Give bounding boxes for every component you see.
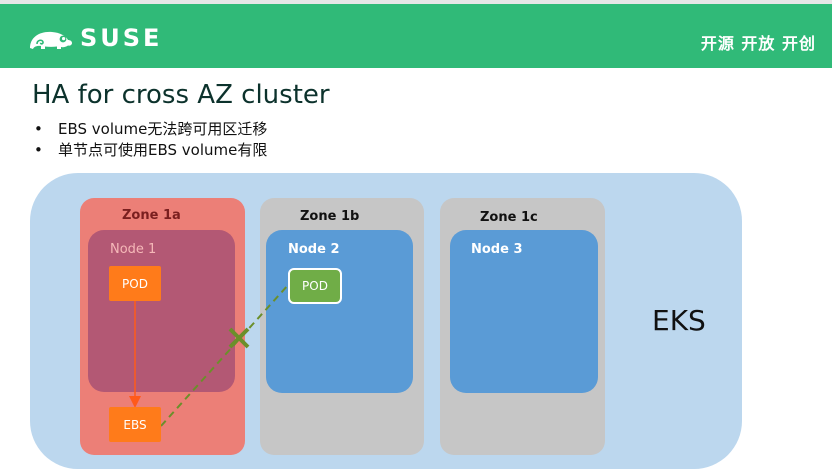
bullet-dot: • <box>34 141 43 159</box>
pod-zone-1b: POD <box>288 268 342 304</box>
node-2-label: Node 2 <box>288 242 340 257</box>
header-bar: SUSE 开源 开放 开创 <box>0 4 832 68</box>
page-title: HA for cross AZ cluster <box>32 80 330 110</box>
bullet-item: • 单节点可使用EBS volume有限 <box>34 140 267 161</box>
node-3-label: Node 3 <box>471 242 523 257</box>
zone-1b-label: Zone 1b <box>300 209 360 224</box>
eks-label: EKS <box>652 304 706 337</box>
pod-zone-1a: POD <box>109 266 161 301</box>
chameleon-icon <box>30 31 72 49</box>
zone-1a-label: Zone 1a <box>122 208 181 223</box>
zone-1c-label: Zone 1c <box>480 210 538 225</box>
top-border <box>0 0 832 4</box>
bullet-text: 单节点可使用EBS volume有限 <box>58 141 268 159</box>
node-2 <box>266 230 413 393</box>
slogan: 开源 开放 开创 <box>700 34 816 53</box>
ebs-volume: EBS <box>109 407 161 442</box>
logo-text: SUSE <box>80 24 163 52</box>
bullet-dot: • <box>34 120 43 138</box>
blocked-cross-zone-link <box>160 283 290 427</box>
bullet-list: • EBS volume无法跨可用区迁移 • 单节点可使用EBS volume有限 <box>34 119 267 161</box>
bullet-text: EBS volume无法跨可用区迁移 <box>58 120 268 138</box>
bullet-item: • EBS volume无法跨可用区迁移 <box>34 119 267 140</box>
blocked-cross-icon <box>228 327 250 349</box>
suse-logo: SUSE <box>28 24 168 54</box>
node-1 <box>88 230 235 392</box>
node-1-label: Node 1 <box>110 242 157 257</box>
node-3 <box>450 230 598 393</box>
